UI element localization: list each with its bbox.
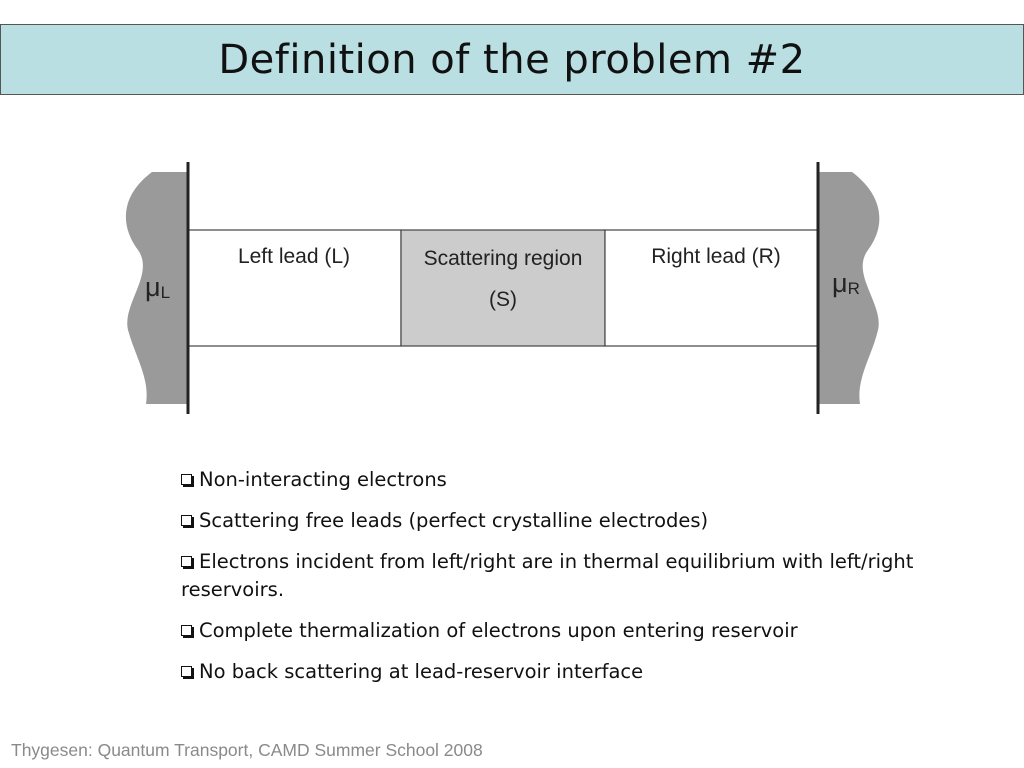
list-item: Electrons incident from left/right are i… xyxy=(181,550,914,601)
scattering-region-label: Scattering region xyxy=(424,247,583,270)
scattering-region-box xyxy=(400,229,606,347)
list-item: Scattering free leads (perfect crystalli… xyxy=(181,507,921,535)
slide-title: Definition of the problem #2 xyxy=(218,36,806,83)
right-lead-label: Right lead (R) xyxy=(651,245,781,268)
footer-credit: Thygesen: Quantum Transport, CAMD Summer… xyxy=(11,740,483,760)
left-reservoir xyxy=(125,172,188,404)
mu-right-label: μR xyxy=(832,268,860,298)
left-lead-label: Left lead (L) xyxy=(238,245,350,268)
transport-setup-diagram: μL μR Left lead (L) Scattering region (S… xyxy=(125,162,880,414)
checkbox-bullet-icon xyxy=(181,556,192,567)
list-item: No back scattering at lead-reservoir int… xyxy=(181,658,921,686)
checkbox-bullet-icon xyxy=(181,666,192,677)
list-item: Complete thermalization of electrons upo… xyxy=(181,617,921,645)
checkbox-bullet-icon xyxy=(181,625,192,636)
mu-left-label: μL xyxy=(145,272,170,302)
right-reservoir xyxy=(818,172,880,404)
title-bar: Definition of the problem #2 xyxy=(0,24,1024,95)
checkbox-bullet-icon xyxy=(181,474,192,485)
checkbox-bullet-icon xyxy=(181,515,192,526)
list-item: Non-interacting electrons xyxy=(181,466,921,494)
scattering-region-symbol: (S) xyxy=(489,288,517,311)
assumption-list: Non-interacting electrons Scattering fre… xyxy=(181,466,921,699)
